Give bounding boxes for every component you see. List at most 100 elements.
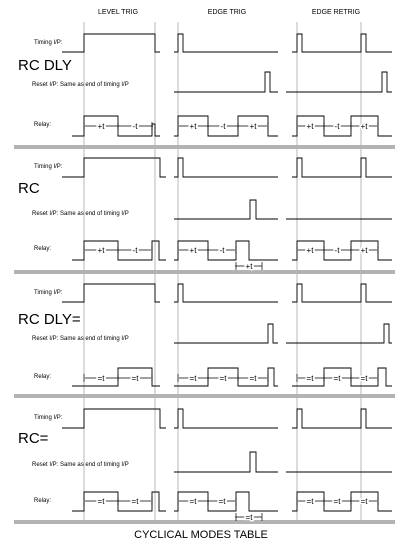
reset-waveform-edge xyxy=(174,199,278,220)
timing-waveforms xyxy=(62,157,392,178)
mode-section-rc: Timing I/P: RC Reset I/P: Same as end of… xyxy=(18,157,392,273)
relay-time-label: =t xyxy=(334,497,342,506)
relay-time-label: -t xyxy=(220,246,226,255)
timing-input-label: Timing I/P: xyxy=(34,415,63,421)
arrow-ticks xyxy=(83,246,379,270)
timing-input-label: Timing I/P: xyxy=(34,40,63,46)
reset-input-label: Reset I/P: Same as end of timing I/P xyxy=(32,82,129,88)
mode-section-rc-dly-equal: Timing I/P: RC DLY= Reset I/P: Same as e… xyxy=(18,283,392,387)
relay-time-label: -t xyxy=(221,122,227,131)
timing-waveforms xyxy=(62,33,392,53)
mode-section-rc-equal: Timing I/P: RC= Reset I/P: Same as end o… xyxy=(18,408,392,524)
relay-time-label: -t xyxy=(335,246,341,255)
relay-time-label: =t xyxy=(307,374,315,383)
timing-waveform-level xyxy=(62,33,160,53)
column-header-level-trig: LEVEL TRIG xyxy=(98,9,138,16)
relay-waveform-level xyxy=(72,367,160,387)
reset-waveform-edge xyxy=(174,71,278,93)
reset-input-label: Reset I/P: Same as end of timing I/P xyxy=(32,211,129,217)
relay-time-label: =t xyxy=(220,374,228,383)
mode-title: RC xyxy=(18,180,40,197)
timing-waveform-level xyxy=(62,283,160,303)
column-header-edge-retrig: EDGE RETRIG xyxy=(312,9,360,16)
mode-title: RC DLY= xyxy=(18,311,81,328)
relay-time-arrows xyxy=(83,497,379,521)
section-dividers xyxy=(14,145,395,524)
relay-time-label: +t xyxy=(250,122,258,131)
relay-time-label: +t xyxy=(190,246,198,255)
relay-time-label: -t xyxy=(133,122,139,131)
timing-input-label: Timing I/P: xyxy=(34,164,63,170)
relay-time-arrows xyxy=(83,122,379,130)
relay-label: Relay: xyxy=(34,374,51,380)
timing-waveform-retrig xyxy=(292,157,392,178)
arrow-ticks xyxy=(83,497,379,521)
relay-time-label: =t xyxy=(190,497,198,506)
section-divider xyxy=(14,145,395,149)
column-header-edge-trig: EDGE TRIG xyxy=(208,9,246,16)
relay-time-label: +t xyxy=(98,122,106,131)
relay-time-label: =t xyxy=(219,497,227,506)
reset-waveform-edge xyxy=(174,323,278,344)
relay-waveforms xyxy=(72,240,392,261)
mode-section-rc-dly: Timing I/P: RC DLY Reset I/P: Same as en… xyxy=(18,33,392,137)
relay-time-label: =t xyxy=(98,374,106,383)
reset-waveforms xyxy=(174,199,392,220)
relay-time-label: =t xyxy=(132,374,140,383)
reset-waveform-retrig xyxy=(286,71,392,93)
timing-waveform-edge xyxy=(174,283,278,303)
timing-waveform-retrig xyxy=(292,283,392,303)
timing-waveform-level xyxy=(62,408,166,429)
section-divider xyxy=(14,270,395,274)
relay-waveforms xyxy=(72,491,392,512)
timing-waveforms xyxy=(62,408,392,429)
relay-label: Relay: xyxy=(34,122,51,128)
relay-time-labels: +t -t +t -t +t +t -t +t xyxy=(96,121,370,133)
column-headers: LEVEL TRIG EDGE TRIG EDGE RETRIG xyxy=(98,9,360,16)
relay-time-label: -t xyxy=(133,246,139,255)
arrow-ticks xyxy=(83,122,379,130)
reset-waveforms xyxy=(174,451,392,473)
timing-waveform-edge xyxy=(174,408,278,429)
relay-time-label: +t xyxy=(307,246,315,255)
timing-waveforms xyxy=(62,283,392,303)
relay-time-label: +t xyxy=(246,262,254,271)
relay-waveform-retrig xyxy=(292,367,392,387)
relay-waveforms xyxy=(72,367,392,387)
section-divider xyxy=(14,520,395,524)
relay-time-label: =t xyxy=(250,374,258,383)
relay-time-labels: +t -t +t -t +t +t -t +t xyxy=(96,245,370,273)
relay-time-labels: =t =t =t =t =t =t =t =t xyxy=(96,496,370,524)
mode-title: RC= xyxy=(18,430,49,447)
timing-input-label: Timing I/P: xyxy=(34,290,63,296)
reset-waveform-edge xyxy=(174,451,278,473)
timing-waveform-edge xyxy=(174,157,278,178)
reset-waveforms xyxy=(174,323,392,344)
timing-waveform-edge xyxy=(174,33,278,53)
relay-time-arrows xyxy=(83,374,379,382)
relay-label: Relay: xyxy=(34,246,51,252)
relay-time-label: =t xyxy=(132,497,140,506)
relay-time-label: =t xyxy=(361,374,369,383)
relay-label: Relay: xyxy=(34,498,51,504)
relay-time-label: =t xyxy=(246,513,254,522)
reset-input-label: Reset I/P: Same as end of timing I/P xyxy=(32,462,129,468)
relay-time-label: =t xyxy=(307,497,315,506)
relay-time-labels: =t =t =t =t =t =t =t =t xyxy=(96,373,370,385)
relay-time-label: =t xyxy=(334,374,342,383)
diagram-caption: CYCLICAL MODES TABLE xyxy=(134,529,268,541)
reset-waveforms xyxy=(174,71,392,93)
timing-waveform-level xyxy=(62,157,166,178)
relay-time-label: +t xyxy=(98,246,106,255)
relay-time-label: =t xyxy=(98,497,106,506)
timing-waveform-retrig xyxy=(292,408,392,429)
reset-waveform-retrig xyxy=(286,323,392,344)
relay-time-label: =t xyxy=(361,497,369,506)
mode-title: RC DLY xyxy=(18,57,72,74)
arrow-ticks xyxy=(83,374,379,382)
relay-time-label: +t xyxy=(190,122,198,131)
relay-time-label: =t xyxy=(190,374,198,383)
timing-waveform-retrig xyxy=(292,33,392,53)
relay-time-label: -t xyxy=(335,122,341,131)
